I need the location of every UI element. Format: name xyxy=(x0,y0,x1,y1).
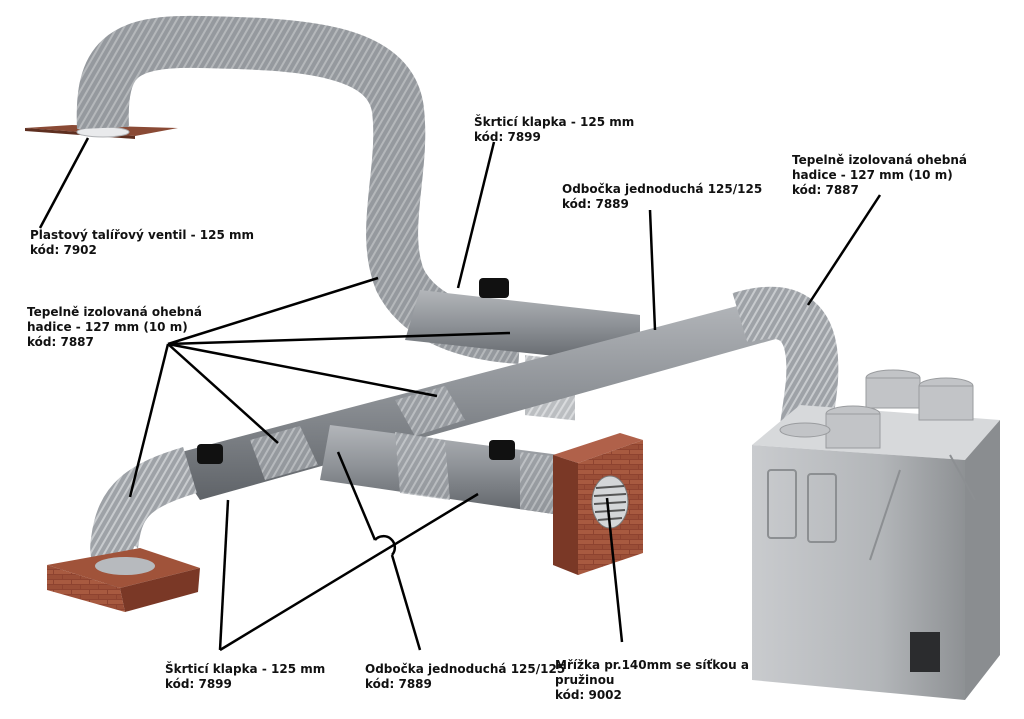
leader-klapka-top xyxy=(456,141,496,289)
label-plate-valve-code: kód: 7902 xyxy=(30,243,97,257)
label-throttle-valve-bottom-name: Škrticí klapka - 125 mm xyxy=(165,662,326,676)
leader-hose-right xyxy=(806,194,882,306)
leader-klapka-bottom-a xyxy=(218,499,230,651)
leader-hose-left-c xyxy=(167,342,438,398)
recovery-unit xyxy=(752,369,1000,700)
label-branch-bottom-code: kód: 7889 xyxy=(365,677,432,691)
leader-odbocka-bottom-a xyxy=(336,451,377,541)
leader-odbocka-top xyxy=(648,209,657,331)
label-grille-code: kód: 9002 xyxy=(555,688,622,702)
label-throttle-valve-bottom: Škrticí klapka - 125 mm kód: 7899 xyxy=(165,662,325,692)
label-grille-name1: Mřížka pr.140mm se síťkou a xyxy=(555,658,749,672)
duct-rear xyxy=(405,290,640,365)
leader-klapka-bottom-b xyxy=(219,492,479,652)
leader-hose-left-a xyxy=(167,276,379,346)
label-throttle-valve-bottom-code: kód: 7899 xyxy=(165,677,232,691)
leader-odbocka-bottom-hop xyxy=(374,534,397,556)
label-throttle-valve-top-name: Škrticí klapka - 125 mm xyxy=(474,115,635,129)
label-grille-name2: pružinou xyxy=(555,673,615,687)
label-plate-valve: Plastový talířový ventil - 125 mm kód: 7… xyxy=(30,228,254,258)
leader-odbocka-bottom-b xyxy=(390,554,422,651)
label-flex-hose-right-name2: hadice - 127 mm (10 m) xyxy=(792,168,953,182)
wall-brick-block xyxy=(553,433,643,575)
leader-mrizka xyxy=(605,497,624,643)
label-flex-hose-left-code: kód: 7887 xyxy=(27,335,94,349)
leader-lines xyxy=(38,137,882,652)
throttle-valve-handles xyxy=(197,278,515,464)
label-branch-top-name: Odbočka jednoduchá 125/125 xyxy=(562,182,763,196)
label-flex-hose-left: Tepelně izolovaná ohebná hadice - 127 mm… xyxy=(27,305,202,350)
leader-hose-left-d xyxy=(167,343,279,444)
label-throttle-valve-top: Škrticí klapka - 125 mm kód: 7899 xyxy=(474,115,634,145)
leader-ventil xyxy=(38,137,90,229)
flexible-hose-upper xyxy=(76,15,522,364)
label-flex-hose-left-name2: hadice - 127 mm (10 m) xyxy=(27,320,188,334)
leader-hose-left-e xyxy=(128,343,170,498)
label-branch-top-code: kód: 7889 xyxy=(562,197,629,211)
label-flex-hose-left-name1: Tepelně izolovaná ohebná xyxy=(27,305,203,319)
label-grille: Mřížka pr.140mm se síťkou a pružinou kód… xyxy=(555,658,749,703)
label-plate-valve-name: Plastový talířový ventil - 125 mm xyxy=(30,228,255,242)
label-branch-top: Odbočka jednoduchá 125/125 kód: 7889 xyxy=(562,182,762,212)
leader-hose-left-b xyxy=(167,331,511,346)
label-flex-hose-right-name1: Tepelně izolovaná ohebná xyxy=(792,153,968,167)
label-branch-bottom: Odbočka jednoduchá 125/125 kód: 7889 xyxy=(365,662,565,692)
label-flex-hose-right-code: kód: 7887 xyxy=(792,183,859,197)
floor-brick-plate xyxy=(47,548,200,612)
label-branch-bottom-name: Odbočka jednoduchá 125/125 xyxy=(365,662,566,676)
duct-main xyxy=(170,300,790,500)
label-throttle-valve-top-code: kód: 7899 xyxy=(474,130,541,144)
ceiling-plate xyxy=(25,125,178,139)
label-flex-hose-right: Tepelně izolovaná ohebná hadice - 127 mm… xyxy=(792,153,967,198)
